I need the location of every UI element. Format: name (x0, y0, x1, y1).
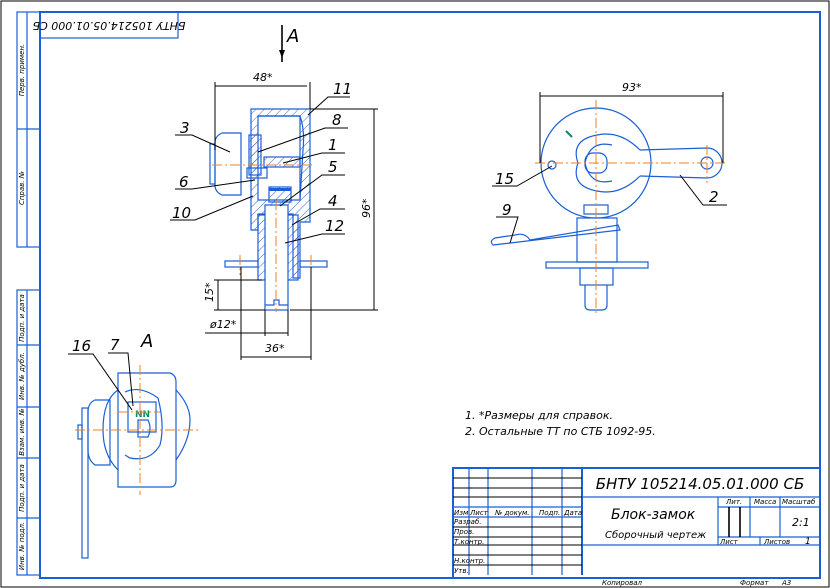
scale-value: 2:1 (792, 516, 810, 529)
pos-15: 15 (495, 170, 514, 188)
dim-48: 48* (253, 71, 273, 84)
pos-9: 9 (502, 201, 512, 219)
copied-label: Копировал (602, 579, 643, 587)
strip-label: Справ. № (18, 171, 26, 205)
pos-2: 2 (709, 188, 719, 206)
inner-frame (39, 11, 821, 579)
mass-label: Масса (754, 498, 776, 506)
role-approved: Утв. (454, 567, 469, 575)
pos-4: 4 (328, 192, 338, 210)
hdr-list: Лист (469, 509, 489, 517)
product-name: Блок-замок (611, 507, 696, 523)
view-arrow-label: А (286, 26, 299, 47)
designation: БНТУ 105214.05.01.000 СБ (596, 475, 805, 493)
view-a-title: А (140, 331, 153, 352)
dim-96: 96* (360, 198, 373, 218)
dim-diameter: ø12* (209, 318, 237, 331)
sheet-label: Лист (719, 538, 739, 546)
role-tech-control: Т.контр. (454, 538, 484, 546)
note-2: 2. Остальные ТТ по СТБ 1092-95. (465, 425, 656, 438)
strip-label: Взам. инв. № (18, 408, 26, 456)
pos-6: 6 (179, 173, 189, 191)
pos-11: 11 (333, 80, 352, 98)
note-1: 1. *Размеры для справок. (465, 409, 613, 422)
dim-93: 93* (622, 81, 642, 94)
scale-label: Масштаб (782, 498, 816, 506)
pos-12: 12 (325, 217, 344, 235)
pos-8: 8 (332, 111, 342, 129)
format-value: А3 (781, 579, 791, 587)
sheets-label: Листов (763, 538, 790, 546)
dim-15: 15* (203, 282, 216, 302)
section-view: А 48* 96* 1 (170, 25, 378, 360)
lit-label: Лит. (725, 498, 742, 506)
rotated-designation: БНТУ 105214.05.01.000 СБ (33, 19, 186, 32)
pos-1: 1 (328, 136, 338, 154)
hdr-sign: Подп. (539, 509, 560, 517)
strip-label: Подп. и дата (18, 294, 26, 342)
strip-label: Перв. примен. (18, 44, 26, 97)
spring-mark: NN (135, 410, 150, 420)
role-checker: Пров. (454, 528, 474, 536)
sheets-count: 1 (805, 537, 811, 547)
side-strip: Перв. примен. Справ. № Подп. и дата Инв.… (16, 11, 41, 576)
strip-label: Подп. и дата (18, 464, 26, 512)
strip-label: Инв. № подл. (18, 522, 26, 570)
pos-16: 16 (72, 337, 91, 355)
pos-3: 3 (180, 119, 190, 137)
title-block: БНТУ 105214.05.01.000 СБ Блок-замок Сбор… (452, 467, 821, 587)
strip-label: Инв. № дубл. (18, 352, 26, 400)
pos-10: 10 (172, 204, 191, 222)
dim-36: 36* (265, 342, 285, 355)
hdr-izm: Изм (454, 509, 469, 517)
document-type: Сборочный чертеж (605, 529, 706, 541)
role-norm-control: Н.контр. (454, 557, 485, 565)
hdr-date: Дата (563, 509, 582, 517)
hdr-doc-no: № докум. (494, 509, 530, 517)
pos-7: 7 (110, 336, 120, 354)
pos-5: 5 (328, 158, 338, 176)
front-view: 93* 15 2 9 (490, 81, 727, 315)
role-developer: Разраб. (454, 518, 482, 526)
view-a: А NN 16 7 (68, 331, 200, 559)
rotated-stamp: БНТУ 105214.05.01.000 СБ (33, 11, 186, 39)
format-label: Формат (740, 579, 769, 587)
